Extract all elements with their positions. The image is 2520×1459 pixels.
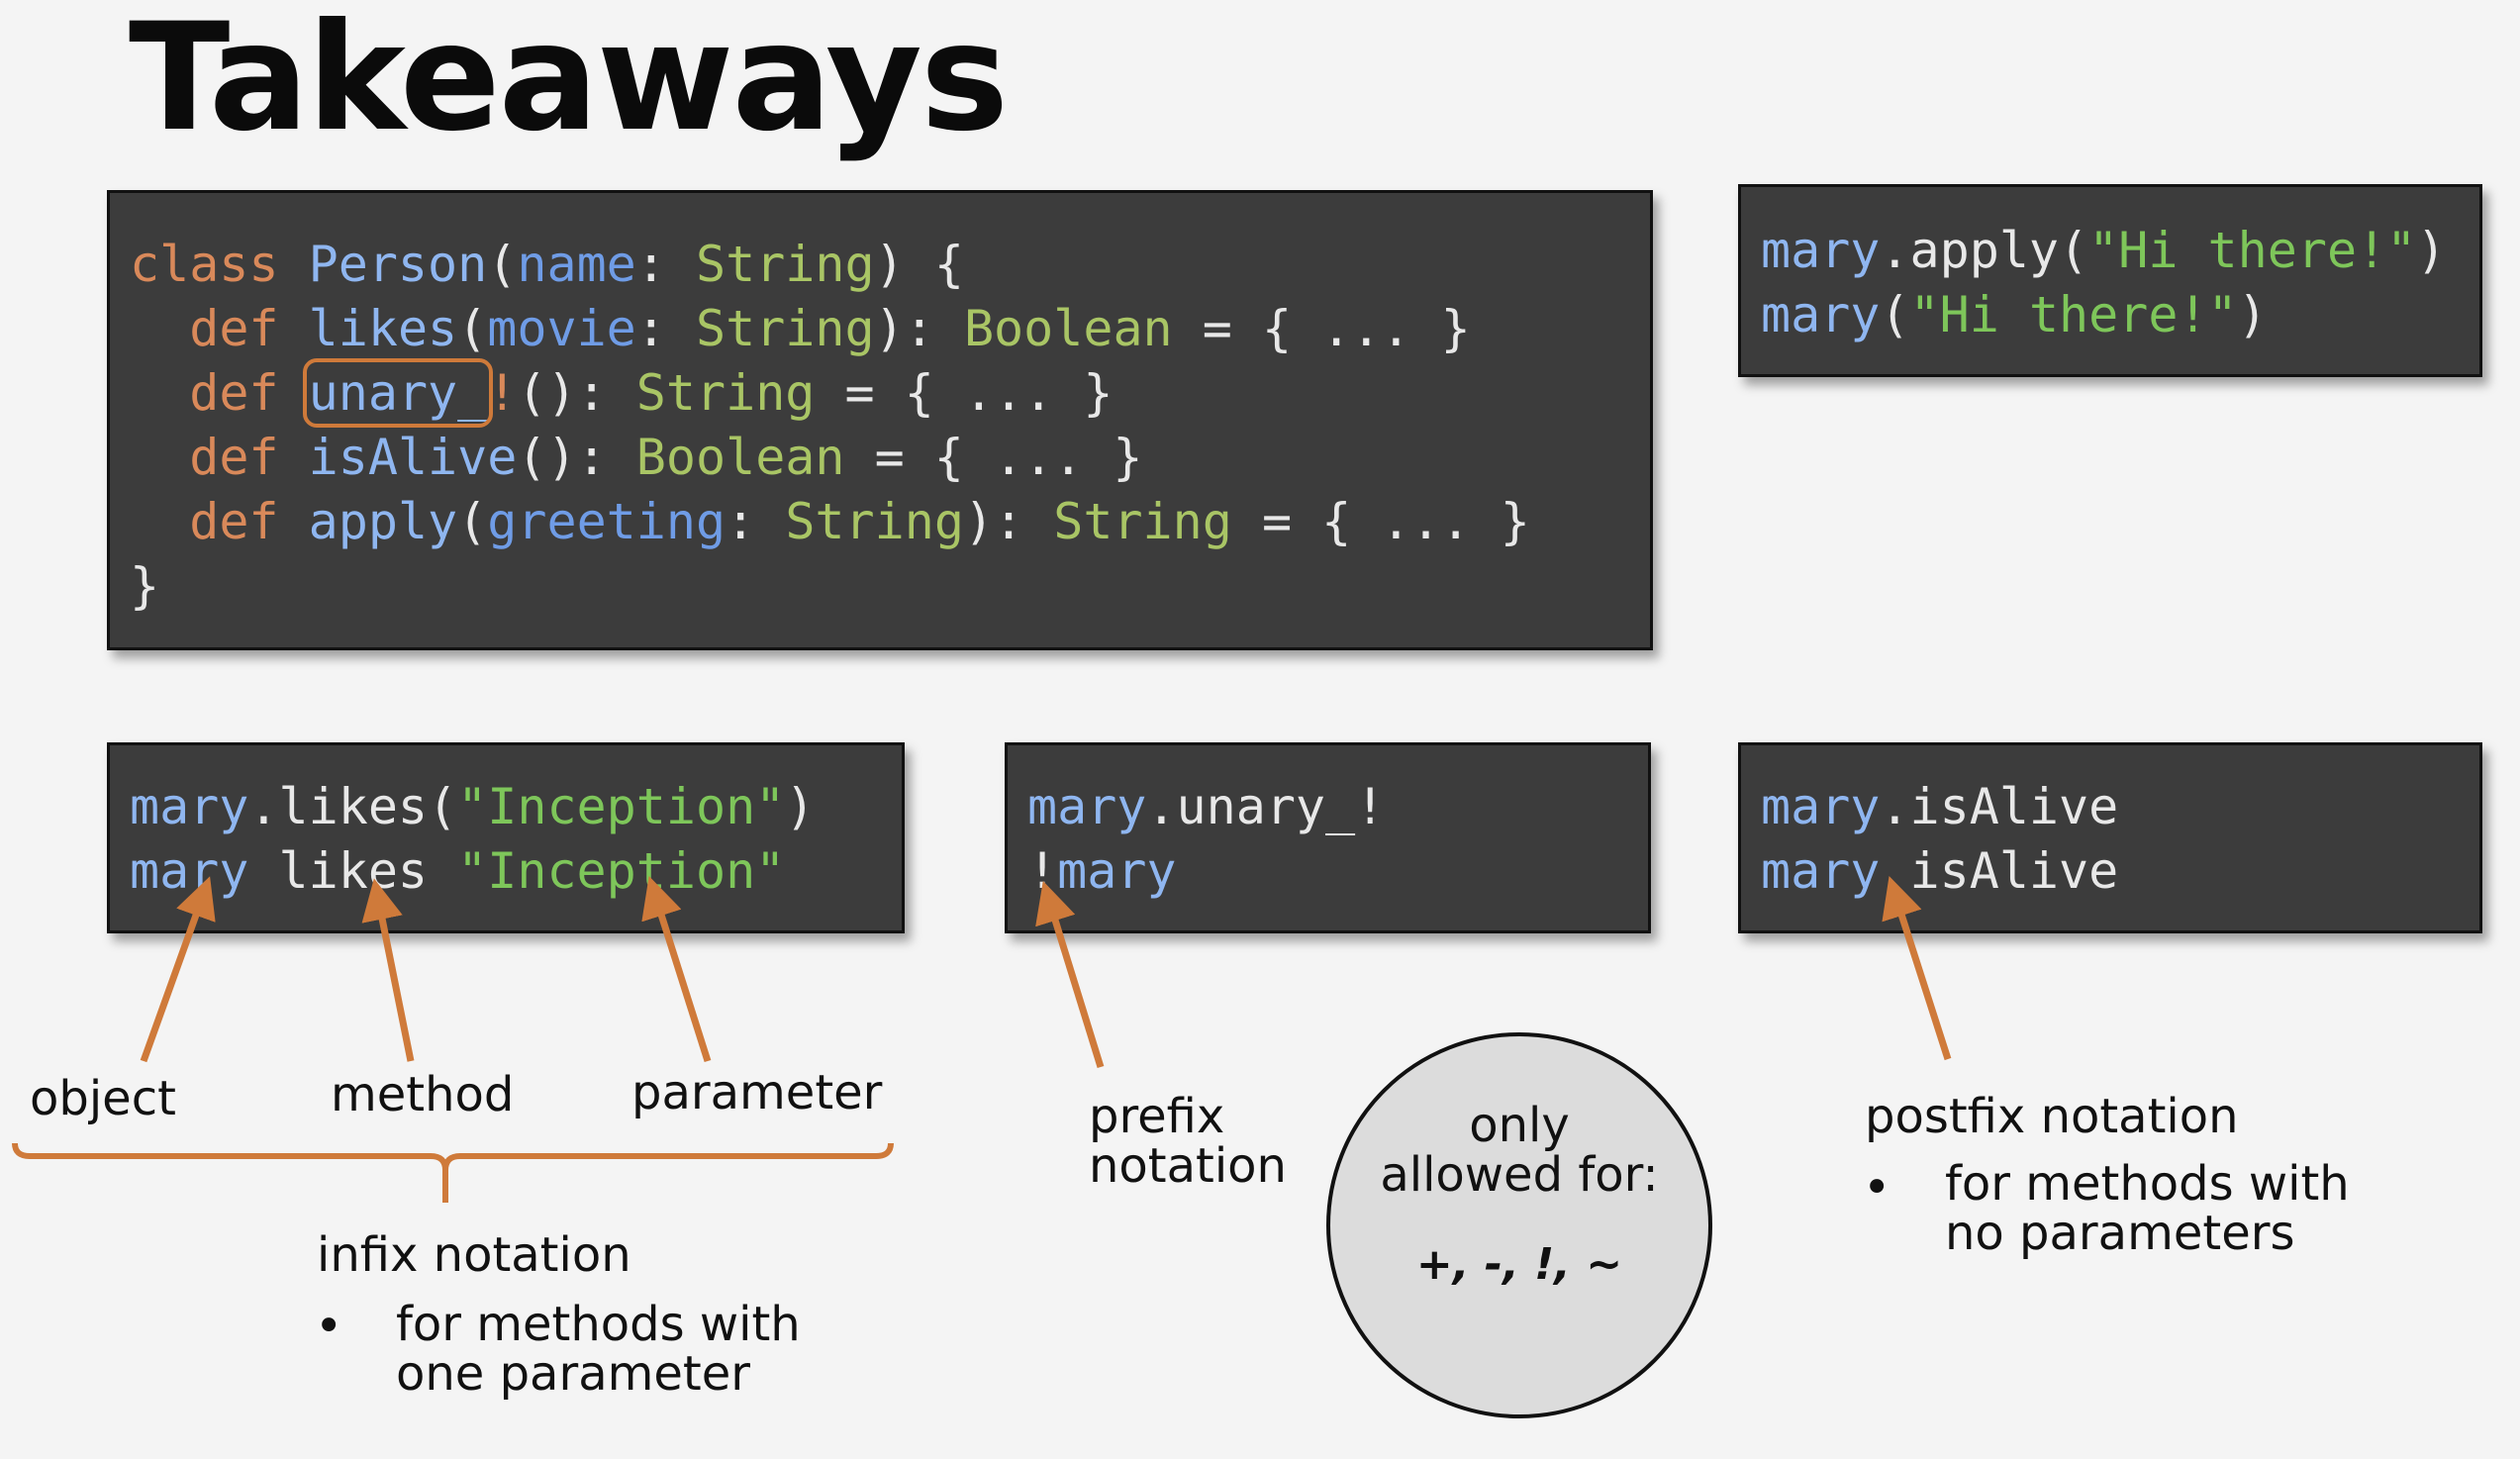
circle-operators: +, -, !, ~ [1415, 1239, 1623, 1290]
infix-desc-1: for methods with [396, 1297, 801, 1352]
infix-line-2: mary likes "Inception" [130, 842, 786, 900]
label-parameter: parameter [631, 1065, 883, 1120]
unary-highlight: unary_ [302, 358, 494, 428]
label-postfix-notation: postfix notation [1865, 1089, 2239, 1144]
page-title: Takeaways [129, 0, 1009, 164]
infix-line-1: mary.likes("Inception") [130, 778, 816, 835]
code-line-class: class Person(name: String) { [130, 236, 964, 293]
postfix-desc-1: for methods with [1945, 1156, 2350, 1212]
infix-brace [12, 1142, 894, 1203]
arrow-method [361, 878, 415, 1062]
label-prefix-1: prefix [1089, 1089, 1225, 1144]
arrow-prefix [1035, 880, 1105, 1069]
code-line-unary: def unary_!(): String = { ... } [189, 358, 1114, 428]
postfix-desc-2: no parameters [1945, 1206, 2295, 1261]
infix-code-block: mary.likes("Inception") mary likes "Ince… [107, 742, 905, 933]
postfix-bullet: • [1863, 1160, 1891, 1216]
arrow-object [140, 876, 216, 1063]
label-object: object [30, 1071, 176, 1126]
postfix-code-block: mary.isAlive mary isAlive [1738, 742, 2482, 933]
label-prefix-2: notation [1089, 1138, 1287, 1194]
arrow-postfix [1882, 876, 1952, 1061]
apply-code-block: mary.apply("Hi there!") mary("Hi there!"… [1738, 184, 2482, 377]
label-infix-notation: infix notation [317, 1227, 631, 1283]
infix-desc-2: one parameter [396, 1346, 750, 1402]
code-line-apply: def apply(greeting: String): String = { … [189, 493, 1530, 550]
prefix-code-block: mary.unary_! !mary [1005, 742, 1651, 933]
postfix-line-1: mary.isAlive [1761, 778, 2119, 835]
class-person-code-block: class Person(name: String) { def likes(m… [107, 190, 1653, 650]
arrow-parameter [641, 875, 712, 1063]
circle-line-1: only [1469, 1098, 1570, 1153]
allowed-operators-note: only allowed for: +, -, !, ~ [1326, 1032, 1712, 1418]
code-line-close: } [130, 557, 160, 615]
label-method: method [331, 1067, 515, 1122]
apply-line-2: mary("Hi there!") [1761, 286, 2268, 343]
code-line-isalive: def isAlive(): Boolean = { ... } [189, 429, 1143, 486]
circle-line-2: allowed for: [1380, 1147, 1659, 1203]
apply-line-1: mary.apply("Hi there!") [1761, 222, 2447, 279]
postfix-line-2: mary isAlive [1761, 842, 2119, 900]
prefix-line-1: mary.unary_! [1027, 778, 1386, 835]
code-line-likes: def likes(movie: String): Boolean = { ..… [189, 300, 1471, 357]
prefix-line-2: !mary [1027, 842, 1177, 900]
infix-bullet: • [315, 1299, 343, 1354]
